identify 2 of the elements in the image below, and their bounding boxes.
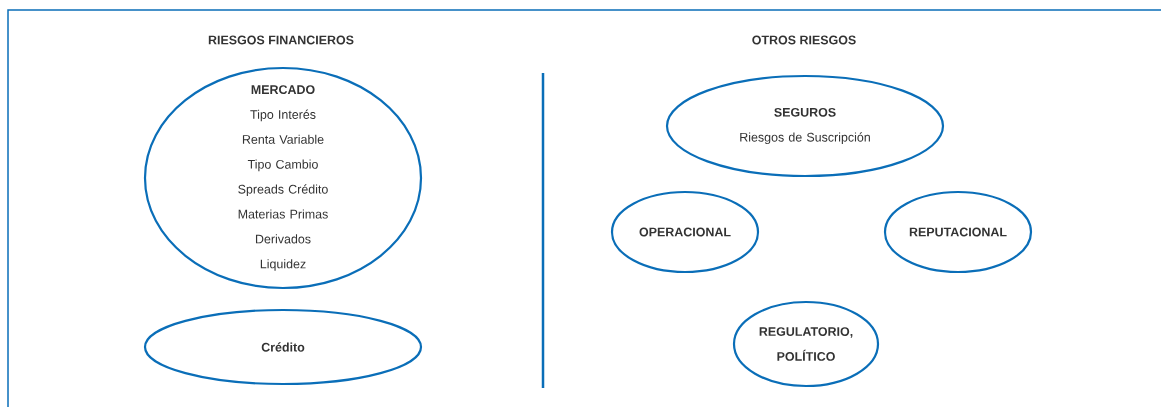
column-heading: RIESGOS FINANCIEROS	[208, 35, 354, 45]
column-heading: OTROS RIESGOS	[752, 35, 856, 45]
